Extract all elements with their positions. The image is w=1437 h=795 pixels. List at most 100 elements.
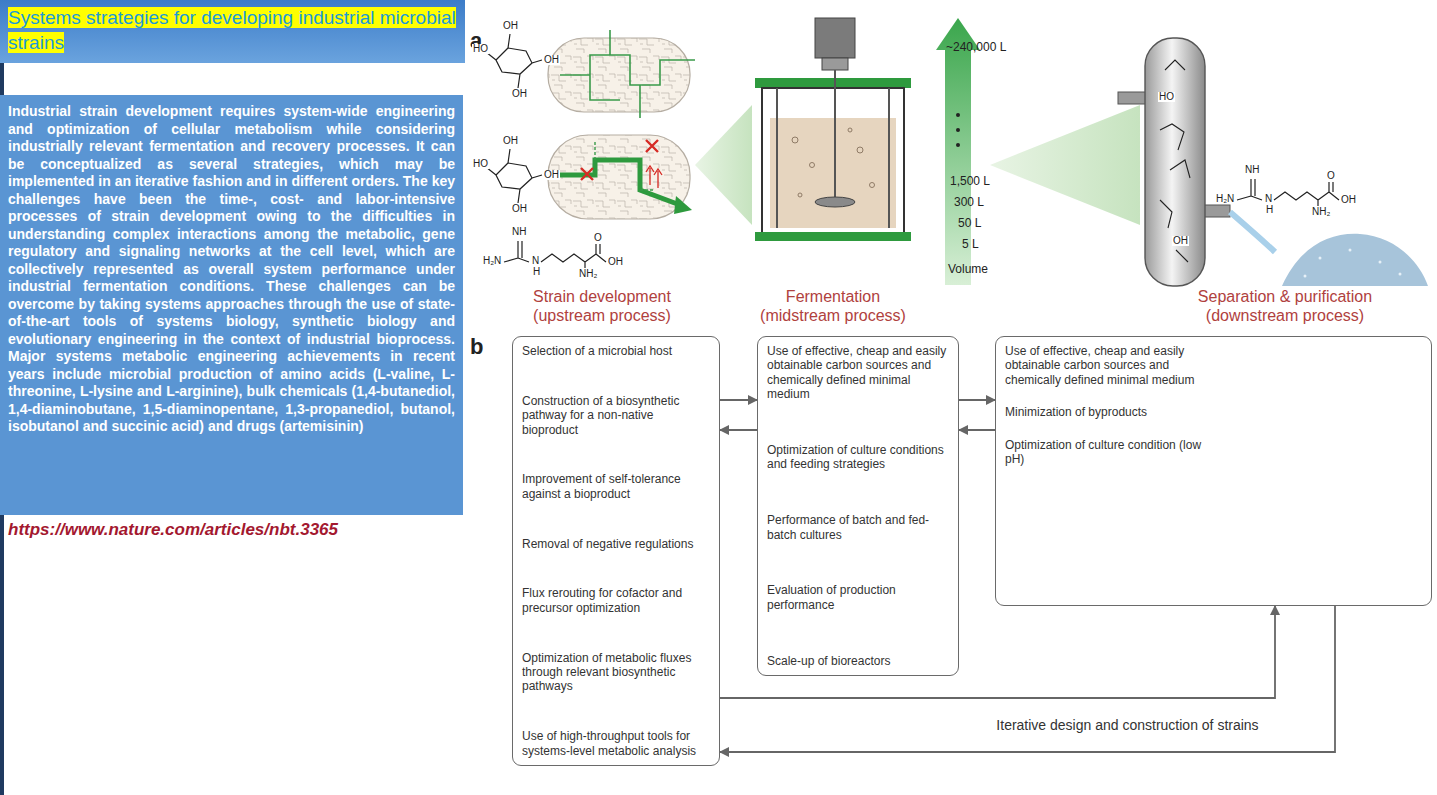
- stage-caption: (upstream process): [533, 307, 671, 325]
- glucose-molecule: [486, 34, 542, 88]
- stage-caption: Fermentation: [786, 288, 880, 306]
- arginine-molecule: [504, 241, 606, 268]
- volume-value: 1,500 L: [950, 174, 990, 188]
- strategy-item: Optimization of culture conditions and f…: [767, 443, 949, 472]
- atom-label: NH: [511, 227, 527, 237]
- volume-value: 5 L: [962, 237, 979, 251]
- product-powder: [1230, 212, 1275, 252]
- atom-label: NH₂: [578, 269, 598, 279]
- atom-label: OH: [502, 21, 519, 31]
- bioreactor: [815, 18, 855, 58]
- atom-label: OH: [511, 204, 528, 214]
- bioreactor: [792, 137, 798, 143]
- glucose-molecule: [486, 34, 542, 203]
- strategy-item: Performance of batch and fed-batch cultu…: [767, 513, 949, 542]
- bioreactor: [815, 197, 855, 207]
- atom-label: OH: [543, 170, 560, 180]
- scale-up-arrow: [936, 18, 980, 285]
- atom-label: HO: [472, 44, 489, 54]
- scale-up-arrow: [936, 18, 980, 285]
- bioreactor: [755, 232, 911, 241]
- strategy-item: Removal of negative regulations: [522, 537, 710, 551]
- strategy-item: Use of high-throughput tools for systems…: [522, 729, 710, 758]
- separation-column: [1204, 205, 1230, 217]
- summary-panel: Industrial strain development requires s…: [0, 95, 463, 515]
- atom-label: H₂N: [482, 256, 502, 266]
- scale-up-arrow: [956, 128, 960, 132]
- cell-drawing: [556, 160, 680, 205]
- strategy-box: Use of effective, cheap and easily obtai…: [995, 336, 1432, 606]
- bioreactor: [822, 58, 848, 70]
- axis-label: Volume: [948, 262, 988, 276]
- strategy-item: Use of effective, cheap and easily obtai…: [1005, 344, 1210, 387]
- bioreactor: [870, 183, 875, 188]
- cell-drawing: [646, 166, 662, 188]
- cell-drawing: [674, 196, 692, 214]
- strategy-item: Optimization of metabolic fluxes through…: [522, 651, 710, 694]
- separation-column: [1118, 92, 1146, 104]
- stage-caption: Strain development: [533, 288, 671, 306]
- atom-label: HO: [472, 159, 489, 169]
- bioreactor: [755, 18, 911, 241]
- bioreactor: [755, 78, 911, 88]
- atom-label: OH: [607, 257, 624, 267]
- bioreactor: [762, 88, 904, 234]
- scale-up-arrow: [956, 143, 960, 147]
- product-powder: [1399, 273, 1402, 276]
- glucose-molecule: [486, 149, 542, 203]
- bioreactor: [770, 118, 896, 228]
- atom-label: H₂N: [1215, 194, 1235, 204]
- arginine-molecule: [504, 179, 1339, 268]
- scale-up-arrow: [956, 113, 960, 117]
- panel-letter: b: [470, 334, 483, 360]
- cell-drawing: [560, 30, 695, 118]
- stage-caption: Separation & purification: [1198, 288, 1372, 306]
- connector-label: Iterative design and construction of str…: [993, 717, 1261, 733]
- atom-label: HO: [1158, 92, 1175, 102]
- cell-drawing: [548, 30, 695, 219]
- atom-label: N: [1264, 194, 1273, 204]
- product-powder: [1319, 257, 1322, 260]
- atom-label: NH₂: [1311, 207, 1331, 217]
- volume-value: 300 L: [954, 195, 984, 209]
- separation-column: [1118, 38, 1230, 286]
- atom-label: OH: [1172, 236, 1189, 246]
- atom-label: N: [531, 256, 540, 266]
- product-powder: [1304, 275, 1307, 278]
- title-text: Systems strategies for developing indust…: [8, 7, 456, 53]
- strategy-item: Minimization of byproducts: [1005, 405, 1210, 419]
- arginine-molecule: [1237, 179, 1339, 206]
- atom-label: H: [1265, 205, 1274, 215]
- strategy-item: Optimization of culture condition (low p…: [1005, 438, 1210, 467]
- cell-drawing: [548, 135, 690, 219]
- connector-arrow: [720, 399, 757, 401]
- flow-cone: [695, 105, 752, 225]
- bioreactor: [810, 163, 815, 168]
- volume-value: 50 L: [958, 216, 981, 230]
- atom-label: OH: [1340, 195, 1357, 205]
- connector-arrow: [720, 429, 757, 431]
- strategy-box: Use of effective, cheap and easily obtai…: [757, 336, 959, 676]
- connector-arrow: [959, 429, 995, 431]
- strategy-item: Selection of a microbial host: [522, 344, 710, 358]
- strategy-item: Construction of a biosynthetic pathway f…: [522, 394, 710, 437]
- strategy-item: Evaluation of production performance: [767, 583, 949, 612]
- stage-caption: (midstream process): [760, 307, 906, 325]
- stage-caption: (downstream process): [1206, 307, 1364, 325]
- flow-cone: [990, 105, 1140, 225]
- separation-column: [1160, 60, 1190, 262]
- atom-label: O: [1326, 171, 1336, 181]
- product-powder: [1379, 261, 1382, 264]
- volume-value: ~240,000 L: [946, 40, 1006, 54]
- atom-label: OH: [511, 89, 528, 99]
- bioreactor: [777, 70, 889, 228]
- summary-text: Industrial strain development requires s…: [8, 103, 455, 436]
- cell-drawing: [581, 140, 658, 180]
- atom-label: NH: [1244, 165, 1260, 175]
- product-powder: [1304, 249, 1402, 278]
- product-powder: [1349, 249, 1352, 252]
- strategy-item: Use of effective, cheap and easily obtai…: [767, 344, 949, 402]
- connector-arrow: [959, 399, 995, 401]
- atom-label: OH: [502, 136, 519, 146]
